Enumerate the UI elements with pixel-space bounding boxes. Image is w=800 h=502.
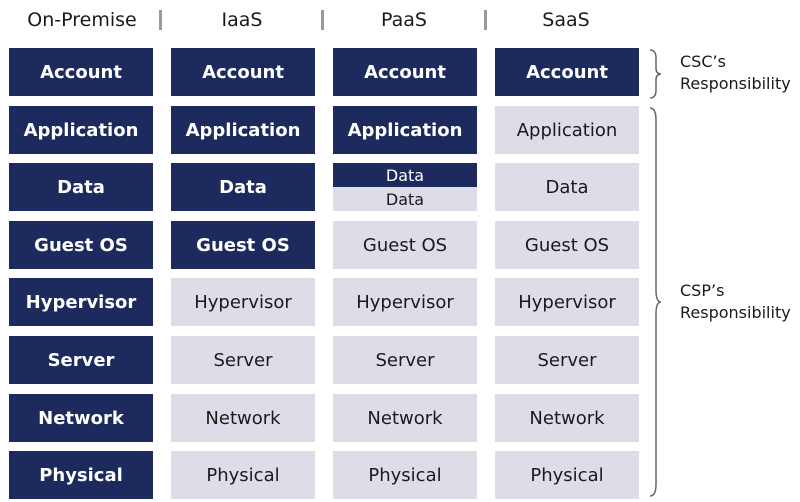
cell-saas-network: Network bbox=[495, 394, 639, 442]
header-on-premise: On-Premise bbox=[27, 9, 137, 31]
cell-on-premise-physical: Physical bbox=[9, 451, 153, 499]
cell-iaas-server: Server bbox=[171, 336, 315, 384]
cell-iaas-account: Account bbox=[171, 48, 315, 96]
cell-saas-guest-os: Guest OS bbox=[495, 221, 639, 269]
csc-label-line1: CSC’s bbox=[680, 52, 726, 71]
csp-responsibility-label: CSP’s Responsibility bbox=[680, 280, 791, 324]
cell-on-premise-application: Application bbox=[9, 106, 153, 154]
header-separator bbox=[159, 10, 162, 30]
cell-split-bottom: Data bbox=[333, 187, 477, 211]
header-separator bbox=[484, 10, 487, 30]
cell-iaas-data: Data bbox=[171, 163, 315, 211]
cell-iaas-hypervisor: Hypervisor bbox=[171, 278, 315, 326]
header-separator bbox=[321, 10, 324, 30]
cell-saas-application: Application bbox=[495, 106, 639, 154]
csp-label-line2: Responsibility bbox=[680, 303, 791, 322]
header-iaas: IaaS bbox=[221, 9, 263, 31]
cell-paas-network: Network bbox=[333, 394, 477, 442]
cell-on-premise-guest-os: Guest OS bbox=[9, 221, 153, 269]
cell-iaas-network: Network bbox=[171, 394, 315, 442]
header-saas: SaaS bbox=[542, 9, 590, 31]
cell-saas-physical: Physical bbox=[495, 451, 639, 499]
cell-paas-account: Account bbox=[333, 48, 477, 96]
cell-paas-hypervisor: Hypervisor bbox=[333, 278, 477, 326]
csp-label-line1: CSP’s bbox=[680, 281, 725, 300]
cell-on-premise-network: Network bbox=[9, 394, 153, 442]
cell-on-premise-data: Data bbox=[9, 163, 153, 211]
cell-paas-physical: Physical bbox=[333, 451, 477, 499]
cell-saas-account: Account bbox=[495, 48, 639, 96]
cell-on-premise-server: Server bbox=[9, 336, 153, 384]
csc-brace-icon bbox=[649, 49, 662, 99]
cell-paas-application: Application bbox=[333, 106, 477, 154]
cell-saas-server: Server bbox=[495, 336, 639, 384]
cell-saas-hypervisor: Hypervisor bbox=[495, 278, 639, 326]
cell-saas-data: Data bbox=[495, 163, 639, 211]
cell-on-premise-account: Account bbox=[9, 48, 153, 96]
cell-iaas-physical: Physical bbox=[171, 451, 315, 499]
csc-label-line2: Responsibility bbox=[680, 74, 791, 93]
csc-responsibility-label: CSC’s Responsibility bbox=[680, 51, 791, 95]
cell-iaas-application: Application bbox=[171, 106, 315, 154]
cell-split-top: Data bbox=[333, 163, 477, 187]
cell-paas-guest-os: Guest OS bbox=[333, 221, 477, 269]
header-paas: PaaS bbox=[381, 9, 427, 31]
cell-on-premise-hypervisor: Hypervisor bbox=[9, 278, 153, 326]
csp-brace-icon bbox=[649, 107, 662, 497]
cell-paas-server: Server bbox=[333, 336, 477, 384]
cell-iaas-guest-os: Guest OS bbox=[171, 221, 315, 269]
